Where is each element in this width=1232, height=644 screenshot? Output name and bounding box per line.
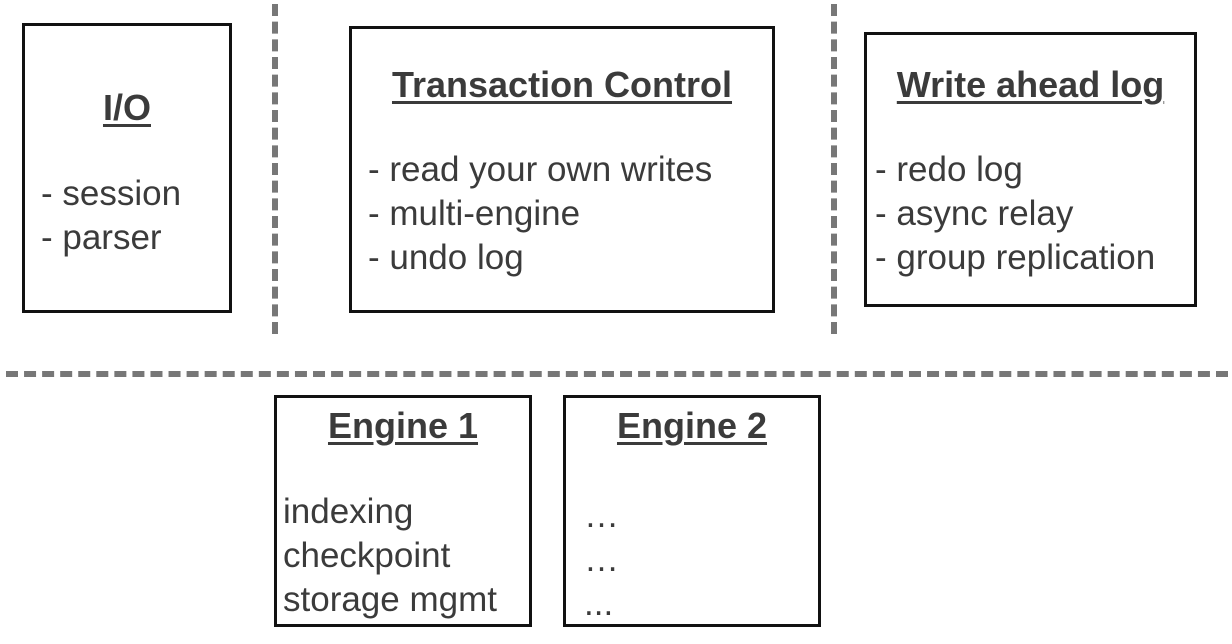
engine-2-item-list: … … ...	[584, 494, 619, 626]
io-title: I/O	[102, 87, 151, 128]
engine-2-title: Engine 2	[616, 405, 768, 446]
engine-1-title: Engine 1	[327, 405, 479, 446]
engine-2-item-3: ...	[584, 584, 614, 623]
engine-1-box: Engine 1 indexing checkpoint storage mgm…	[274, 395, 532, 627]
transaction-item-undo-log: - undo log	[368, 238, 524, 277]
wal-item-async-relay: - async relay	[875, 194, 1074, 233]
io-item-parser: - parser	[41, 218, 162, 257]
transaction-item-multi-engine: - multi-engine	[368, 194, 581, 233]
engine-2-box: Engine 2 … … ...	[563, 395, 821, 627]
wal-item-group-replication: - group replication	[875, 238, 1156, 277]
io-item-list: - session - parser	[41, 172, 181, 260]
wal-item-redo-log: - redo log	[875, 150, 1023, 189]
engine-1-item-indexing: indexing	[283, 492, 414, 531]
engine-1-item-checkpoint: checkpoint	[283, 536, 451, 575]
transaction-item-read-your-own-writes: - read your own writes	[368, 150, 713, 189]
engine-2-item-1: …	[584, 496, 619, 535]
vertical-divider-right	[831, 4, 837, 334]
engine-2-item-2: …	[584, 540, 619, 579]
transaction-control-title: Transaction Control	[391, 64, 733, 105]
transaction-control-item-list: - read your own writes - multi-engine - …	[368, 148, 712, 280]
engine-1-item-list: indexing checkpoint storage mgmt	[283, 490, 497, 622]
io-box: I/O - session - parser	[22, 23, 232, 313]
transaction-control-box: Transaction Control - read your own writ…	[349, 26, 775, 313]
write-ahead-log-title: Write ahead log	[896, 64, 1165, 105]
engine-1-item-storage-mgmt: storage mgmt	[283, 580, 497, 619]
vertical-divider-left	[272, 4, 278, 334]
horizontal-divider	[6, 371, 1228, 377]
write-ahead-log-item-list: - redo log - async relay - group replica…	[875, 148, 1155, 280]
io-item-session: - session	[41, 174, 182, 213]
write-ahead-log-box: Write ahead log - redo log - async relay…	[864, 32, 1197, 307]
